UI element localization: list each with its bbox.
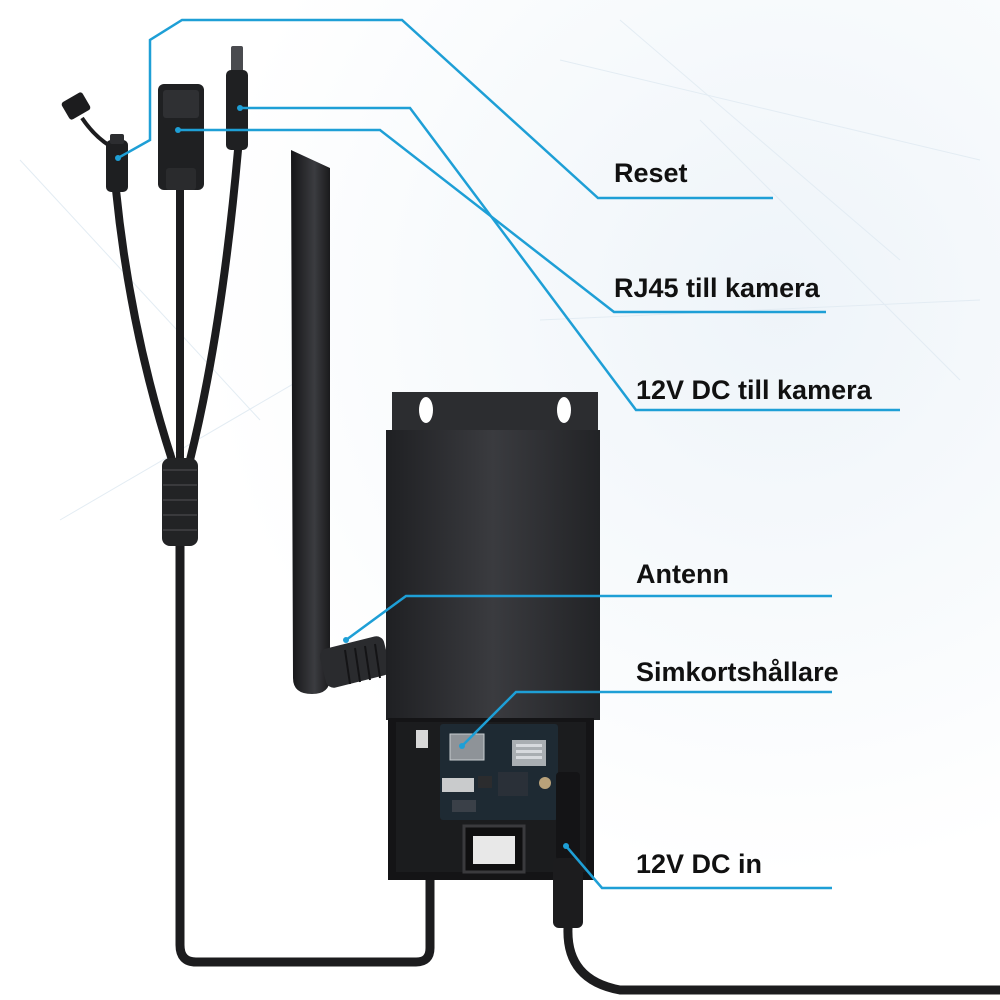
callout-line-sim [461,690,832,747]
reset-connector [61,92,128,192]
label-reset: Reset [614,158,688,188]
dc-barrel-connector [226,46,248,150]
callout-line-reset [117,18,773,200]
label-dc-camera: 12V DC till kamera [636,375,872,405]
cable-junction [162,458,198,546]
callout-line-rj45 [178,128,826,314]
device-rj45-port [462,824,526,874]
label-rj45: RJ45 till kamera [614,273,820,303]
label-dc-in: 12V DC in [636,849,763,879]
callout-lines [117,18,900,890]
callout-line-dc-in [565,845,832,890]
callout-line-antenna [345,594,832,642]
antenna [291,150,391,694]
callout-line-dc-camera [240,106,900,412]
dc-input-cable [553,772,1000,995]
label-antenna: Antenn [636,559,729,589]
rj45-connector [158,84,204,190]
label-sim-holder: Simkortshållare [636,657,839,687]
cable-branches [112,146,242,464]
circuit-board [416,724,558,820]
camera-cable [175,540,435,967]
